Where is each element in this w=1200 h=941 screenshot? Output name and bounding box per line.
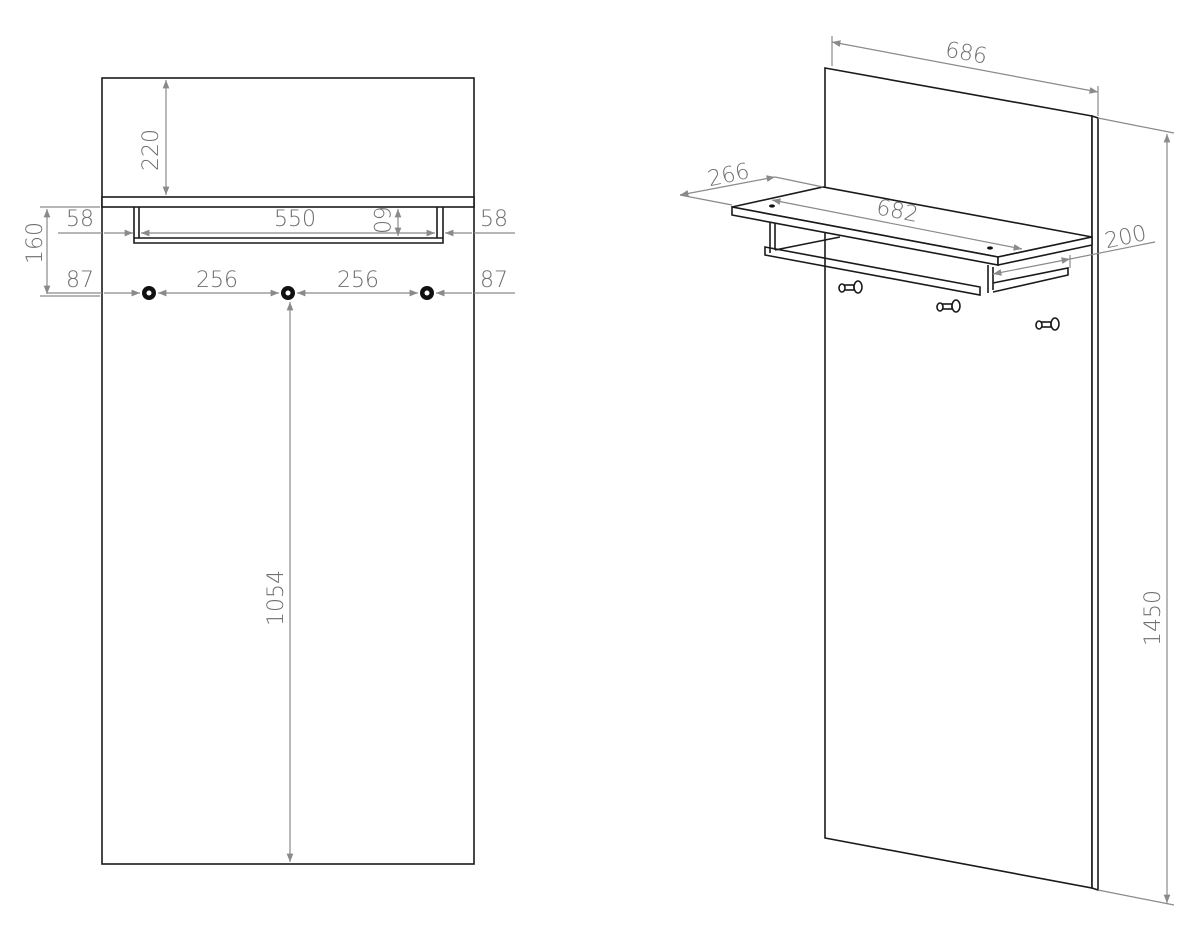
hook-center (424, 290, 430, 296)
dim-58-right: 58 (480, 207, 508, 232)
front-rail (133, 207, 444, 244)
screw-hole (987, 246, 993, 250)
front-shelf (101, 196, 475, 208)
dim-58-left: 58 (66, 207, 94, 232)
front-panel (101, 77, 475, 865)
hook-center (285, 290, 291, 296)
dim-87-right: 87 (480, 268, 508, 293)
dim-220: 220 (139, 129, 164, 171)
hook-icon (936, 299, 961, 313)
dim-266: 266 (706, 159, 752, 192)
perspective-panel-edge (1091, 114, 1099, 892)
dim-200: 200 (1103, 221, 1149, 254)
hook-center (146, 290, 152, 296)
dim-256-first: 256 (196, 268, 238, 293)
perspective-view: 686 266 682 200 1450 (679, 36, 1175, 906)
dim-256-second: 256 (337, 268, 379, 293)
dim-60: 60 (368, 206, 393, 234)
dim-550: 550 (274, 207, 316, 232)
dim-87-left: 87 (66, 268, 94, 293)
hook-icon (1035, 317, 1060, 331)
dim-160: 160 (23, 222, 48, 264)
perspective-dimension-lines (679, 36, 1175, 906)
front-dimension-lines (40, 79, 515, 862)
screw-hole (769, 204, 775, 208)
dim-1450: 1450 (1141, 590, 1166, 646)
front-view: 220 160 58 550 60 58 87 256 256 87 1054 (23, 77, 515, 865)
dim-1054: 1054 (264, 570, 289, 626)
hook-icon (838, 280, 863, 294)
perspective-panel (824, 67, 1093, 889)
